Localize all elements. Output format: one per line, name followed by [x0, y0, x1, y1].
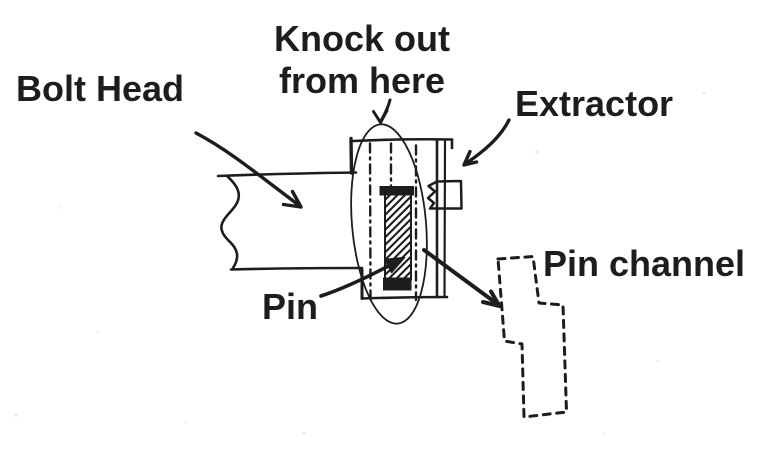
extractor-arrow	[462, 118, 511, 167]
pin-channel-label: Pin channel	[543, 243, 746, 284]
pin-channel-arrow	[422, 248, 502, 308]
pin-channel-dashed-outline	[496, 255, 568, 419]
knockout-arrow	[372, 98, 392, 124]
pin-shape	[379, 186, 414, 291]
pin-bottom-cap	[383, 277, 412, 291]
knockout-instruction-line1: Knock out	[274, 18, 450, 59]
bolt-head-outline	[349, 136, 454, 300]
extractor-label: Extractor	[515, 83, 674, 124]
extractor-outline	[426, 179, 463, 210]
pin-label: Pin	[262, 286, 319, 327]
scan-noise	[14, 91, 744, 436]
pin-arrow	[319, 256, 406, 298]
bolt-body-outline	[216, 171, 364, 271]
knockout-instruction-line2: from here	[278, 60, 446, 101]
knockout-instruction-label: Knock out from here	[262, 18, 462, 102]
bolt-head-arrow	[194, 131, 303, 209]
bolt-body-break-line	[220, 175, 241, 270]
bolt-head-label: Bolt Head	[16, 68, 185, 109]
knockout-ellipse	[350, 123, 428, 325]
pin-top-cap	[379, 186, 414, 196]
